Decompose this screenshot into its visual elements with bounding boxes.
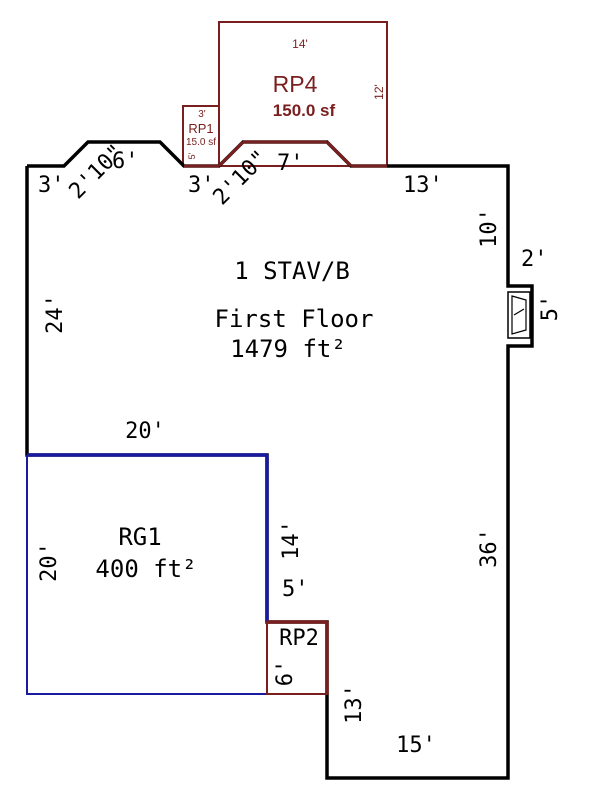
floor-name-label: First Floor: [215, 305, 374, 333]
rp4-code-label: RP4: [273, 71, 318, 97]
porch-rp4-outline: [218, 21, 388, 167]
dim-bottom-13: 13': [342, 684, 367, 724]
dim-top-right-13: 13': [403, 173, 443, 198]
dim-garage-14: 14': [279, 520, 304, 560]
rp1-code-label: RP1: [188, 121, 213, 136]
dim-left-24: 24': [43, 294, 68, 334]
rp4-area-label: 150.0 sf: [273, 101, 336, 120]
dim-bump-5: 5': [538, 295, 563, 322]
rp2-depth-label: 6': [273, 660, 298, 687]
rp1-depth-label: 5': [187, 152, 197, 159]
dim-mid-20: 20': [125, 419, 165, 444]
rp4-depth-label: 12': [372, 84, 386, 100]
rp2-code-label: RP2: [279, 626, 319, 651]
dim-top-left-6: 6': [112, 149, 139, 174]
dim-bottom-15: 15': [396, 733, 436, 758]
floor-area-label: 1479 ft²: [230, 335, 346, 363]
dim-top-left-3: 3': [38, 173, 65, 198]
rp1-width-label: 3': [198, 109, 206, 120]
dim-bump-2: 2': [521, 247, 548, 272]
dim-top-mid-3: 3': [188, 173, 215, 198]
porch-rp4-base: [217, 140, 245, 168]
fireplace-symbol: [507, 291, 531, 339]
floor-code-label: 1 STAV/B: [234, 257, 350, 285]
dim-right-10: 10': [477, 208, 502, 248]
dim-right-36: 36': [477, 528, 502, 568]
rp4-width-label: 14': [292, 37, 308, 51]
dim-step-5: 5': [282, 577, 309, 602]
dim-top-mid-7: 7': [277, 151, 304, 176]
rp1-area-label: 15.0 sf: [186, 137, 216, 148]
garage-area-label: 400 ft²: [95, 555, 196, 583]
porch-rp4-side: [325, 140, 353, 168]
dim-garage-20: 20': [37, 542, 62, 582]
garage-code-label: RG1: [118, 523, 161, 551]
